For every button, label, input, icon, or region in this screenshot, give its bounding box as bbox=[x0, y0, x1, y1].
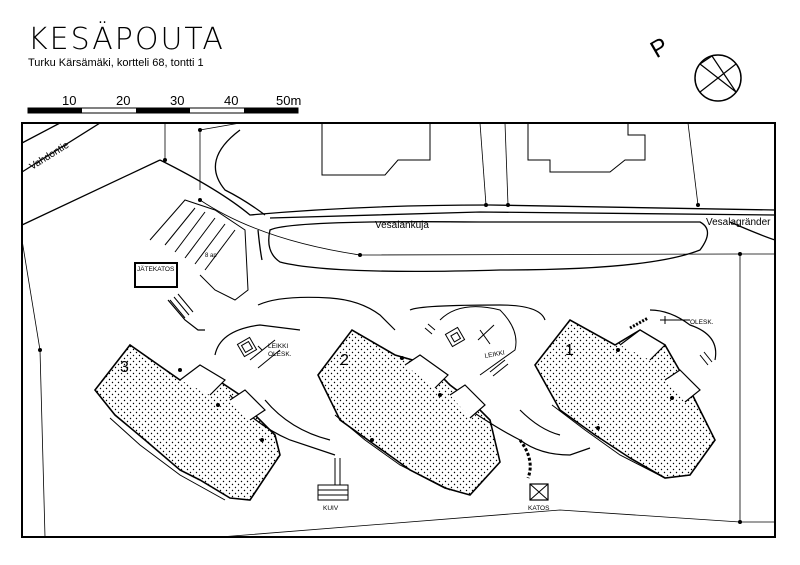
drying-area bbox=[317, 458, 349, 501]
street-label-vahdontie: Vahdontie bbox=[28, 140, 72, 173]
scale-label-10: 10 bbox=[62, 93, 76, 108]
leikki-olesk-label-2: OLESK. bbox=[268, 351, 292, 358]
jatekatos-label: JÄTEKATOS bbox=[137, 265, 175, 273]
katos-label: KATOS bbox=[528, 505, 550, 512]
rest-area-olesk bbox=[660, 316, 690, 324]
kuiv-label: KUIV bbox=[323, 505, 339, 512]
parking-label: 8 ap bbox=[205, 253, 217, 259]
building-2: 2 bbox=[317, 328, 501, 496]
plan-subtitle: Turku Kärsämäki, kortteli 68, tontti 1 bbox=[28, 57, 204, 69]
scale-bar: 10 20 30 40 50m bbox=[27, 93, 301, 114]
north-arrow-icon: P bbox=[646, 32, 742, 102]
scale-label-40: 40 bbox=[224, 93, 238, 108]
play-area-leikki bbox=[439, 306, 517, 377]
survey-lines bbox=[21, 122, 775, 538]
katos-shelter bbox=[518, 439, 549, 501]
building-1: 1 bbox=[534, 316, 716, 479]
waste-shelter bbox=[134, 262, 178, 288]
play-area-leikki-olesk bbox=[236, 336, 281, 369]
plan-frame bbox=[21, 122, 776, 538]
leikki-olesk-label-1: LEIKKI bbox=[268, 343, 288, 350]
scale-label-20: 20 bbox=[116, 93, 130, 108]
olesk-label: OLESK. bbox=[690, 319, 714, 326]
leikki-label: LEIKKI bbox=[484, 350, 505, 360]
building-number-3: 3 bbox=[120, 359, 129, 376]
svg-text:P: P bbox=[646, 32, 673, 63]
scale-label-50m: 50m bbox=[276, 93, 301, 108]
street-label-vesalankuja: Vesalankuja bbox=[375, 220, 429, 231]
vesalankuja-road bbox=[159, 129, 776, 273]
building-3: 3 bbox=[93, 343, 281, 501]
vahdontie-road bbox=[21, 122, 161, 226]
parking-area bbox=[149, 199, 249, 301]
plan-title: KESÄPOUTA bbox=[28, 22, 225, 57]
street-label-vesalagrander: Vesalagränder bbox=[706, 217, 771, 228]
steps bbox=[169, 293, 713, 366]
building-number-1: 1 bbox=[565, 342, 574, 359]
neighbouring-buildings bbox=[321, 123, 646, 176]
survey-points bbox=[38, 128, 742, 524]
building-number-2: 2 bbox=[340, 352, 349, 369]
scale-label-30: 30 bbox=[170, 93, 184, 108]
